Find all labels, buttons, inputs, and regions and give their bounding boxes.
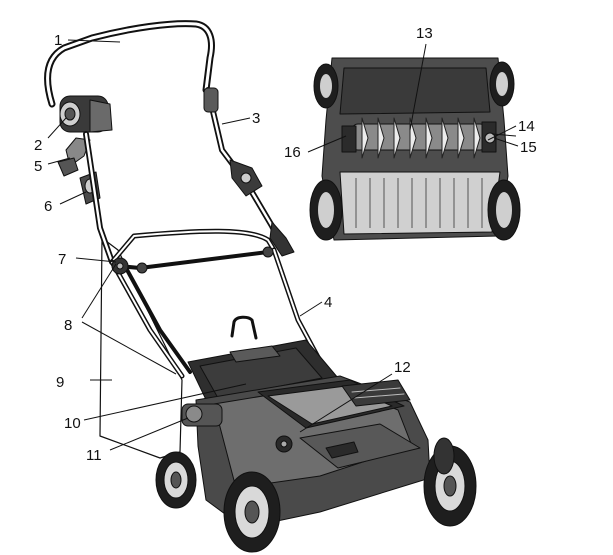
callout-1: 1 xyxy=(54,32,62,49)
callout-16: 16 xyxy=(284,144,301,161)
height-adjuster xyxy=(181,403,223,427)
callout-4: 4 xyxy=(324,294,332,311)
upper-handle-clamp xyxy=(203,87,263,197)
callout-5: 5 xyxy=(34,158,42,175)
callout-13: 13 xyxy=(416,25,433,42)
bolt xyxy=(262,246,274,258)
callout-11: 11 xyxy=(86,447,102,464)
callout-labels: 1 2 3 4 5 6 7 8 9 10 11 12 13 14 15 16 xyxy=(34,25,537,464)
callout-15: 15 xyxy=(520,139,537,156)
callout-7: 7 xyxy=(58,251,66,268)
callout-12: 12 xyxy=(394,359,411,376)
shaft-end xyxy=(341,125,357,153)
callout-8: 8 xyxy=(64,317,72,334)
callout-3: 3 xyxy=(252,110,260,127)
front-left-wheel xyxy=(223,471,281,553)
rear-left-wheel xyxy=(155,451,197,509)
callout-9: 9 xyxy=(56,374,64,391)
machine-illustration xyxy=(44,20,477,553)
bolt xyxy=(136,262,148,274)
callout-14: 14 xyxy=(518,118,535,135)
callout-10: 10 xyxy=(64,415,81,432)
leader-lines xyxy=(47,39,519,451)
battery-cover xyxy=(257,379,411,429)
callout-2: 2 xyxy=(34,137,42,154)
switch-box xyxy=(59,95,113,133)
underside-view xyxy=(309,57,521,241)
callout-6: 6 xyxy=(44,198,52,215)
roller-blade xyxy=(351,117,487,159)
front-right-wheel xyxy=(423,445,477,527)
rear-right-wheel xyxy=(433,437,455,475)
top-handle xyxy=(44,20,215,108)
